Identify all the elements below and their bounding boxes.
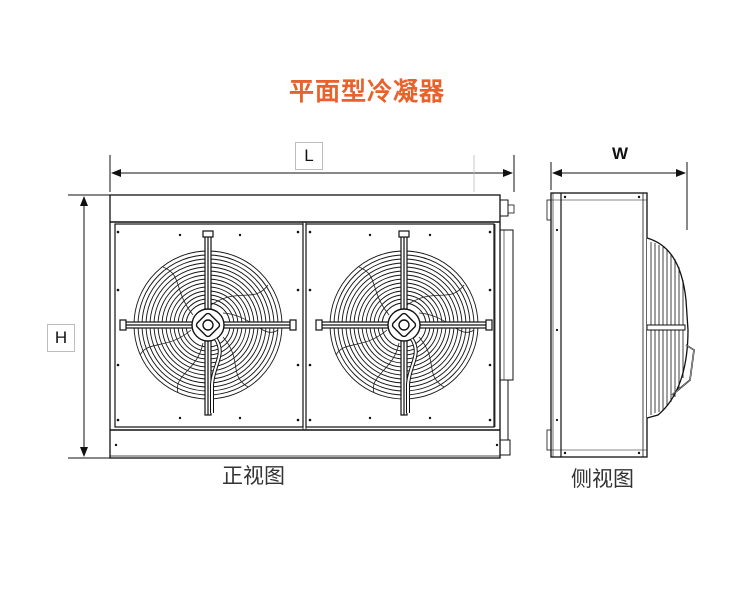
dimension-label-height: H [47,324,75,352]
dimension-label-length: L [295,142,323,170]
dimension-label-width: W [612,144,629,163]
side-view-caption: 侧视图 [571,467,634,491]
side-view [546,162,695,458]
page-title: 平面型冷凝器 [288,77,445,106]
front-view-caption: 正视图 [222,464,285,488]
front-view [68,155,515,459]
